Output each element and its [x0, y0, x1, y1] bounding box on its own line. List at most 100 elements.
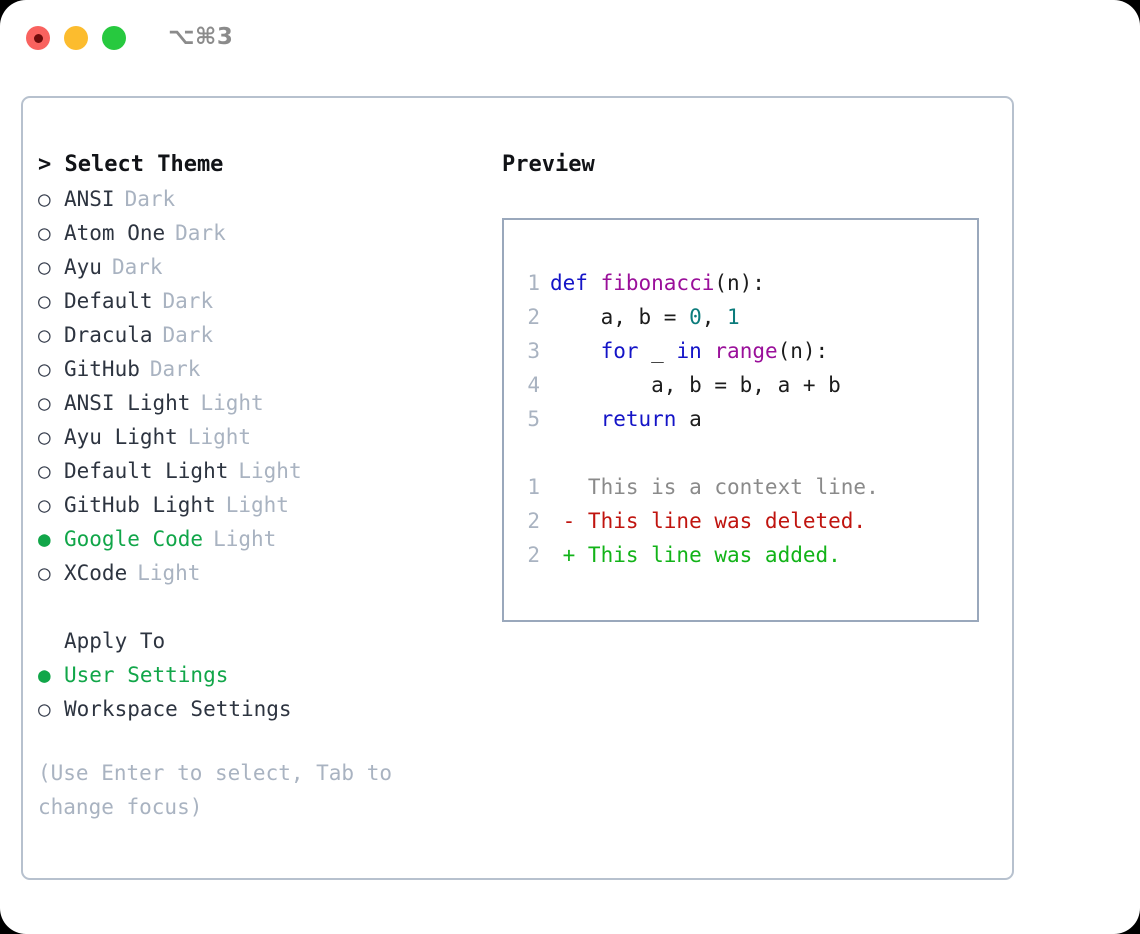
theme-option-variant: Dark: [175, 221, 226, 245]
code-line: 4 a, b = b, a + b: [514, 368, 977, 402]
apply-to-option-user-settings[interactable]: ● User Settings: [38, 658, 498, 692]
zoom-button[interactable]: [102, 26, 126, 50]
code-token-pl: [550, 339, 601, 363]
code-token-pl: [550, 407, 601, 431]
code-token-pl: (n):: [777, 339, 829, 363]
line-number: 5: [527, 407, 540, 431]
theme-option-label: Atom One: [64, 221, 166, 245]
minimize-button[interactable]: [64, 26, 88, 50]
radio-selected-icon: ●: [38, 663, 51, 687]
code-token-del: - This line was deleted.: [550, 509, 867, 533]
theme-option-label: Default Light: [64, 459, 229, 483]
theme-option-variant: Light: [187, 425, 252, 449]
theme-option-variant: Dark: [111, 255, 163, 279]
theme-option-ayu[interactable]: ○ Ayu Dark: [38, 250, 498, 284]
title-bar: ⌥⌘3: [0, 0, 1140, 78]
theme-option-variant: Dark: [149, 357, 201, 381]
radio-unselected-icon: ○: [38, 425, 51, 449]
apply-to-list: ● User Settings ○Workspace Settings: [38, 658, 498, 726]
theme-option-github[interactable]: ○ GitHub Dark: [38, 352, 498, 386]
apply-to-heading: Apply To: [64, 629, 166, 653]
apply-to-option-label: User Settings: [64, 663, 229, 687]
line-number: 3: [527, 339, 540, 363]
line-number: 1: [527, 475, 540, 499]
radio-unselected-icon: ○: [38, 459, 51, 483]
radio-unselected-icon: ○: [38, 561, 51, 585]
theme-option-variant: Dark: [162, 289, 214, 313]
theme-option-label: GitHub Light: [64, 493, 216, 517]
theme-option-label: Ayu: [64, 255, 102, 279]
code-token-kw: return: [600, 407, 677, 431]
apply-to-option-label: Workspace Settings: [64, 697, 292, 721]
diff-line: 2 - This line was deleted.: [514, 504, 977, 538]
code-token-num: 0: [689, 305, 702, 329]
code-token-add: + This line was added.: [550, 543, 841, 567]
radio-unselected-icon: ○: [38, 255, 51, 279]
code-token-pl: _: [638, 339, 677, 363]
diff-sample: 1 This is a context line.2 - This line w…: [514, 470, 977, 572]
radio-selected-icon: ●: [38, 527, 51, 551]
code-token-pl: ,: [701, 305, 728, 329]
code-token-fn: range: [714, 339, 778, 363]
theme-option-google-code[interactable]: ● Google Code Light: [38, 522, 498, 556]
window-controls: [26, 26, 126, 50]
keyboard-hint-text: (Use Enter to select, Tab to change focu…: [38, 761, 405, 819]
code-token-kw: for: [600, 339, 639, 363]
theme-option-label: Default: [64, 289, 153, 313]
line-number: 4: [527, 373, 540, 397]
theme-option-label: XCode: [64, 561, 128, 585]
line-number: 2: [527, 543, 540, 567]
theme-option-label: Ayu Light: [64, 425, 178, 449]
radio-unselected-icon: ○: [38, 357, 51, 381]
line-number: 2: [527, 509, 540, 533]
theme-option-xcode[interactable]: ○ XCode Light: [38, 556, 498, 590]
theme-option-label: ANSI Light: [64, 391, 191, 415]
theme-option-variant: Light: [213, 527, 277, 551]
theme-option-variant: Dark: [162, 323, 214, 347]
code-line: 3 for _ in range(n):: [514, 334, 977, 368]
theme-option-label: GitHub: [64, 357, 140, 381]
theme-option-default[interactable]: ○ Default Dark: [38, 284, 498, 318]
close-button[interactable]: [26, 26, 50, 50]
line-number: 2: [527, 305, 540, 329]
theme-option-variant: Light: [225, 493, 289, 517]
code-line: 5 return a: [514, 402, 977, 436]
theme-option-default-light[interactable]: ○ Default Light Light: [38, 454, 498, 488]
radio-unselected-icon: ○: [38, 221, 51, 245]
theme-option-label: Dracula: [64, 323, 153, 347]
radio-unselected-icon: ○: [38, 323, 51, 347]
theme-option-atom-one[interactable]: ○ Atom One Dark: [38, 216, 498, 250]
theme-option-variant: Light: [137, 561, 201, 585]
theme-option-variant: Light: [238, 459, 302, 483]
apply-to-option-workspace-settings[interactable]: ○Workspace Settings: [38, 692, 498, 726]
code-token-pl: a, b = b, a + b: [550, 373, 841, 397]
code-line: 2 a, b = 0, 1: [514, 300, 977, 334]
theme-option-ayu-light[interactable]: ○ Ayu Light Light: [38, 420, 498, 454]
section-spacer: [38, 590, 498, 624]
theme-option-label: Google Code: [64, 527, 204, 551]
code-token-fn: fibonacci: [600, 271, 715, 295]
radio-unselected-icon: ○: [38, 391, 51, 415]
code-token-pl: a: [676, 407, 702, 431]
diff-line: 1 This is a context line.: [514, 470, 977, 504]
select-theme-heading: > Select Theme: [38, 152, 224, 177]
keyboard-shortcut-label: ⌥⌘3: [168, 24, 234, 50]
radio-unselected-icon: ○: [38, 289, 51, 313]
line-number: 1: [527, 271, 540, 295]
code-token-pl: (n):: [714, 271, 765, 295]
code-token-pl: a, b =: [550, 305, 690, 329]
theme-option-dracula[interactable]: ○ Dracula Dark: [38, 318, 498, 352]
theme-option-label: ANSI: [64, 187, 115, 211]
